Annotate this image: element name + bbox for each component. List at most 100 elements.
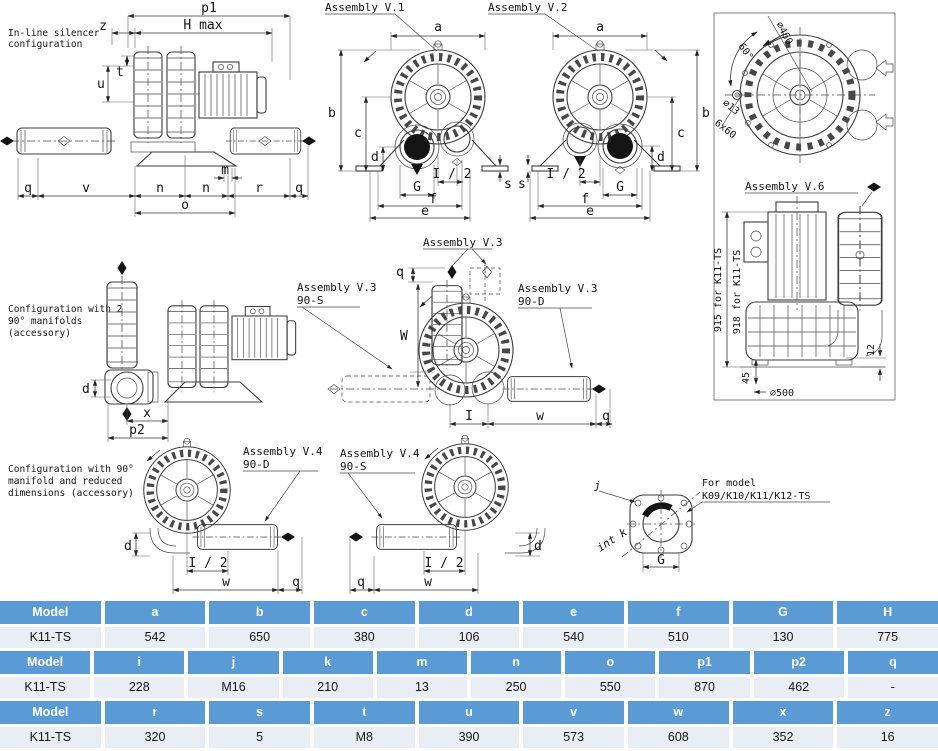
- table-header-cell: r: [104, 701, 206, 724]
- technical-drawing-sheet: In-line silencer configuration p1 H max …: [0, 1, 896, 594]
- assembly-v3-90d-label: Assembly V.3: [518, 282, 597, 295]
- table-header-cell: x: [732, 701, 834, 724]
- dim-i2: I / 2: [432, 167, 471, 182]
- rotation-arrow-icon: [363, 50, 377, 63]
- table-header-cell: Model: [0, 651, 91, 674]
- table-header-cell: m: [376, 651, 467, 674]
- dim-hmax: H max: [183, 18, 222, 33]
- dim-g: G: [616, 180, 624, 195]
- table-data-cell: 210: [282, 677, 373, 698]
- table-data-cell: 775: [837, 627, 938, 648]
- table-data-cell: 5: [209, 727, 310, 748]
- table-group-3: Model r s t u v w x z K11-TS 320 5 M8 39…: [0, 701, 938, 748]
- table-header-cell: n: [470, 651, 562, 674]
- dim-n2: n: [202, 181, 210, 196]
- assembly-v2-label: Assembly V.2: [488, 1, 567, 14]
- dim-b: b: [328, 106, 336, 121]
- dim-s: s: [504, 177, 512, 192]
- dim-w: w: [536, 409, 544, 424]
- table-header-cell: Model: [0, 701, 101, 724]
- table-header-cell: q: [847, 651, 938, 674]
- table-data-cell: M8: [313, 727, 415, 748]
- reduced-caption: Configuration with 90°: [8, 464, 134, 475]
- table-group-2: Model i j k m n o p1 p2 q K11-TS 228 M16…: [0, 651, 938, 698]
- drawing-2-manifolds: Configuration with 2 90° manifolds (acce…: [8, 261, 297, 442]
- table-data-cell: -: [847, 677, 938, 698]
- table-header-cell: j: [188, 651, 279, 674]
- rotation-arrow-icon: [146, 449, 161, 462]
- dim-r: r: [255, 181, 263, 196]
- manifolds-caption: Configuration with 2: [8, 304, 122, 315]
- dim-v: v: [82, 181, 90, 196]
- assembly-v6-label: Assembly V.6: [745, 180, 824, 193]
- table-data-cell: 462: [753, 677, 844, 698]
- drawing-assembly-v4-90s: d I / 2 w q Assembly V.4 90-S: [340, 435, 546, 594]
- table-data-cell: 550: [565, 677, 656, 698]
- dim-c: c: [354, 126, 362, 141]
- table-group-1: Model a b c d e f G H K11-TS 542 650 380…: [0, 601, 938, 648]
- svg-text:90° manifolds: 90° manifolds: [8, 316, 82, 327]
- svg-text:90-S: 90-S: [340, 460, 367, 473]
- table-header-cell: z: [837, 701, 938, 724]
- dim-m: m: [221, 163, 229, 178]
- dim-d500: ⌀500: [770, 388, 794, 399]
- table-data-cell: 390: [418, 727, 520, 748]
- table-header-cell: a: [104, 601, 206, 624]
- dim-d: d: [124, 539, 132, 554]
- svg-text:90-D: 90-D: [243, 458, 270, 471]
- table-header-cell: Model: [0, 601, 101, 624]
- drawing-assembly-v4-90d: Configuration with 90° manifold and redu…: [8, 438, 323, 594]
- table-data-cell: 250: [470, 677, 562, 698]
- svg-text:(accessory): (accessory): [8, 328, 71, 339]
- flow-arrow-icon: [447, 265, 457, 279]
- svg-text:configuration: configuration: [8, 39, 82, 50]
- dimensions-table: Model a b c d e f G H K11-TS 542 650 380…: [0, 601, 938, 751]
- dim-e: e: [586, 204, 594, 219]
- table-header-cell: w: [627, 701, 729, 724]
- dim-i2: I / 2: [546, 167, 585, 182]
- table-header-cell: s: [209, 701, 310, 724]
- assembly-v3-90s-label: Assembly V.3: [297, 281, 376, 294]
- dim-i2: I / 2: [424, 556, 463, 571]
- table-data-cell: 352: [732, 727, 834, 748]
- dim-a: a: [434, 20, 442, 35]
- dim-w: w: [424, 575, 432, 590]
- table-header-cell: v: [523, 701, 624, 724]
- table-data-cell: K11-TS: [0, 727, 101, 748]
- dim-p1: p1: [201, 1, 217, 16]
- flow-arrow-icon: [281, 532, 295, 542]
- dim-f: f: [581, 192, 589, 207]
- table-data-cell: 540: [523, 627, 624, 648]
- assembly-v4-90d-label: Assembly V.4: [243, 445, 323, 458]
- flow-arrow-icon: [592, 384, 606, 394]
- dim-q: q: [357, 575, 365, 590]
- dim-b: b: [702, 106, 710, 121]
- drawing-assembly-v6: Assembly V.6 915 for K11-TS 918 for K11-…: [713, 180, 886, 399]
- dim-d460: ⌀460: [773, 20, 794, 46]
- table-data-cell: 130: [732, 627, 834, 648]
- table-data-cell: 228: [94, 677, 185, 698]
- dim-t: t: [116, 65, 124, 80]
- table-data-cell: 510: [627, 627, 729, 648]
- table-header-cell: b: [209, 601, 310, 624]
- table-header-cell: G: [732, 601, 834, 624]
- dim-6x60: 6x60: [712, 118, 738, 142]
- table-header-cell: H: [837, 601, 938, 624]
- dim-s: s: [518, 177, 526, 192]
- assembly-v4-90s-label: Assembly V.4: [340, 447, 420, 460]
- dim-u: u: [97, 77, 105, 92]
- table-data-cell: 870: [659, 677, 750, 698]
- dim-p2: p2: [129, 423, 145, 438]
- dim-12: 12: [866, 344, 877, 356]
- rotation-arrow-icon: [424, 447, 439, 460]
- drawing-assembly-v3: Assembly V.3 q W I w q Assembly V.3 90-S…: [297, 236, 613, 428]
- dim-q-top: q: [396, 265, 404, 280]
- dim-918: 918 for K11-TS: [732, 250, 743, 334]
- table-data-cell: K11-TS: [0, 677, 91, 698]
- table-header-cell: i: [94, 651, 185, 674]
- table-data-cell: 542: [104, 627, 206, 648]
- drawing-assembly-v1: Assembly V.1 a b c d I / 2 s G f e: [325, 1, 512, 222]
- table-data-cell: 573: [523, 727, 624, 748]
- table-header-cell: p1: [659, 651, 750, 674]
- dim-o: o: [181, 198, 189, 213]
